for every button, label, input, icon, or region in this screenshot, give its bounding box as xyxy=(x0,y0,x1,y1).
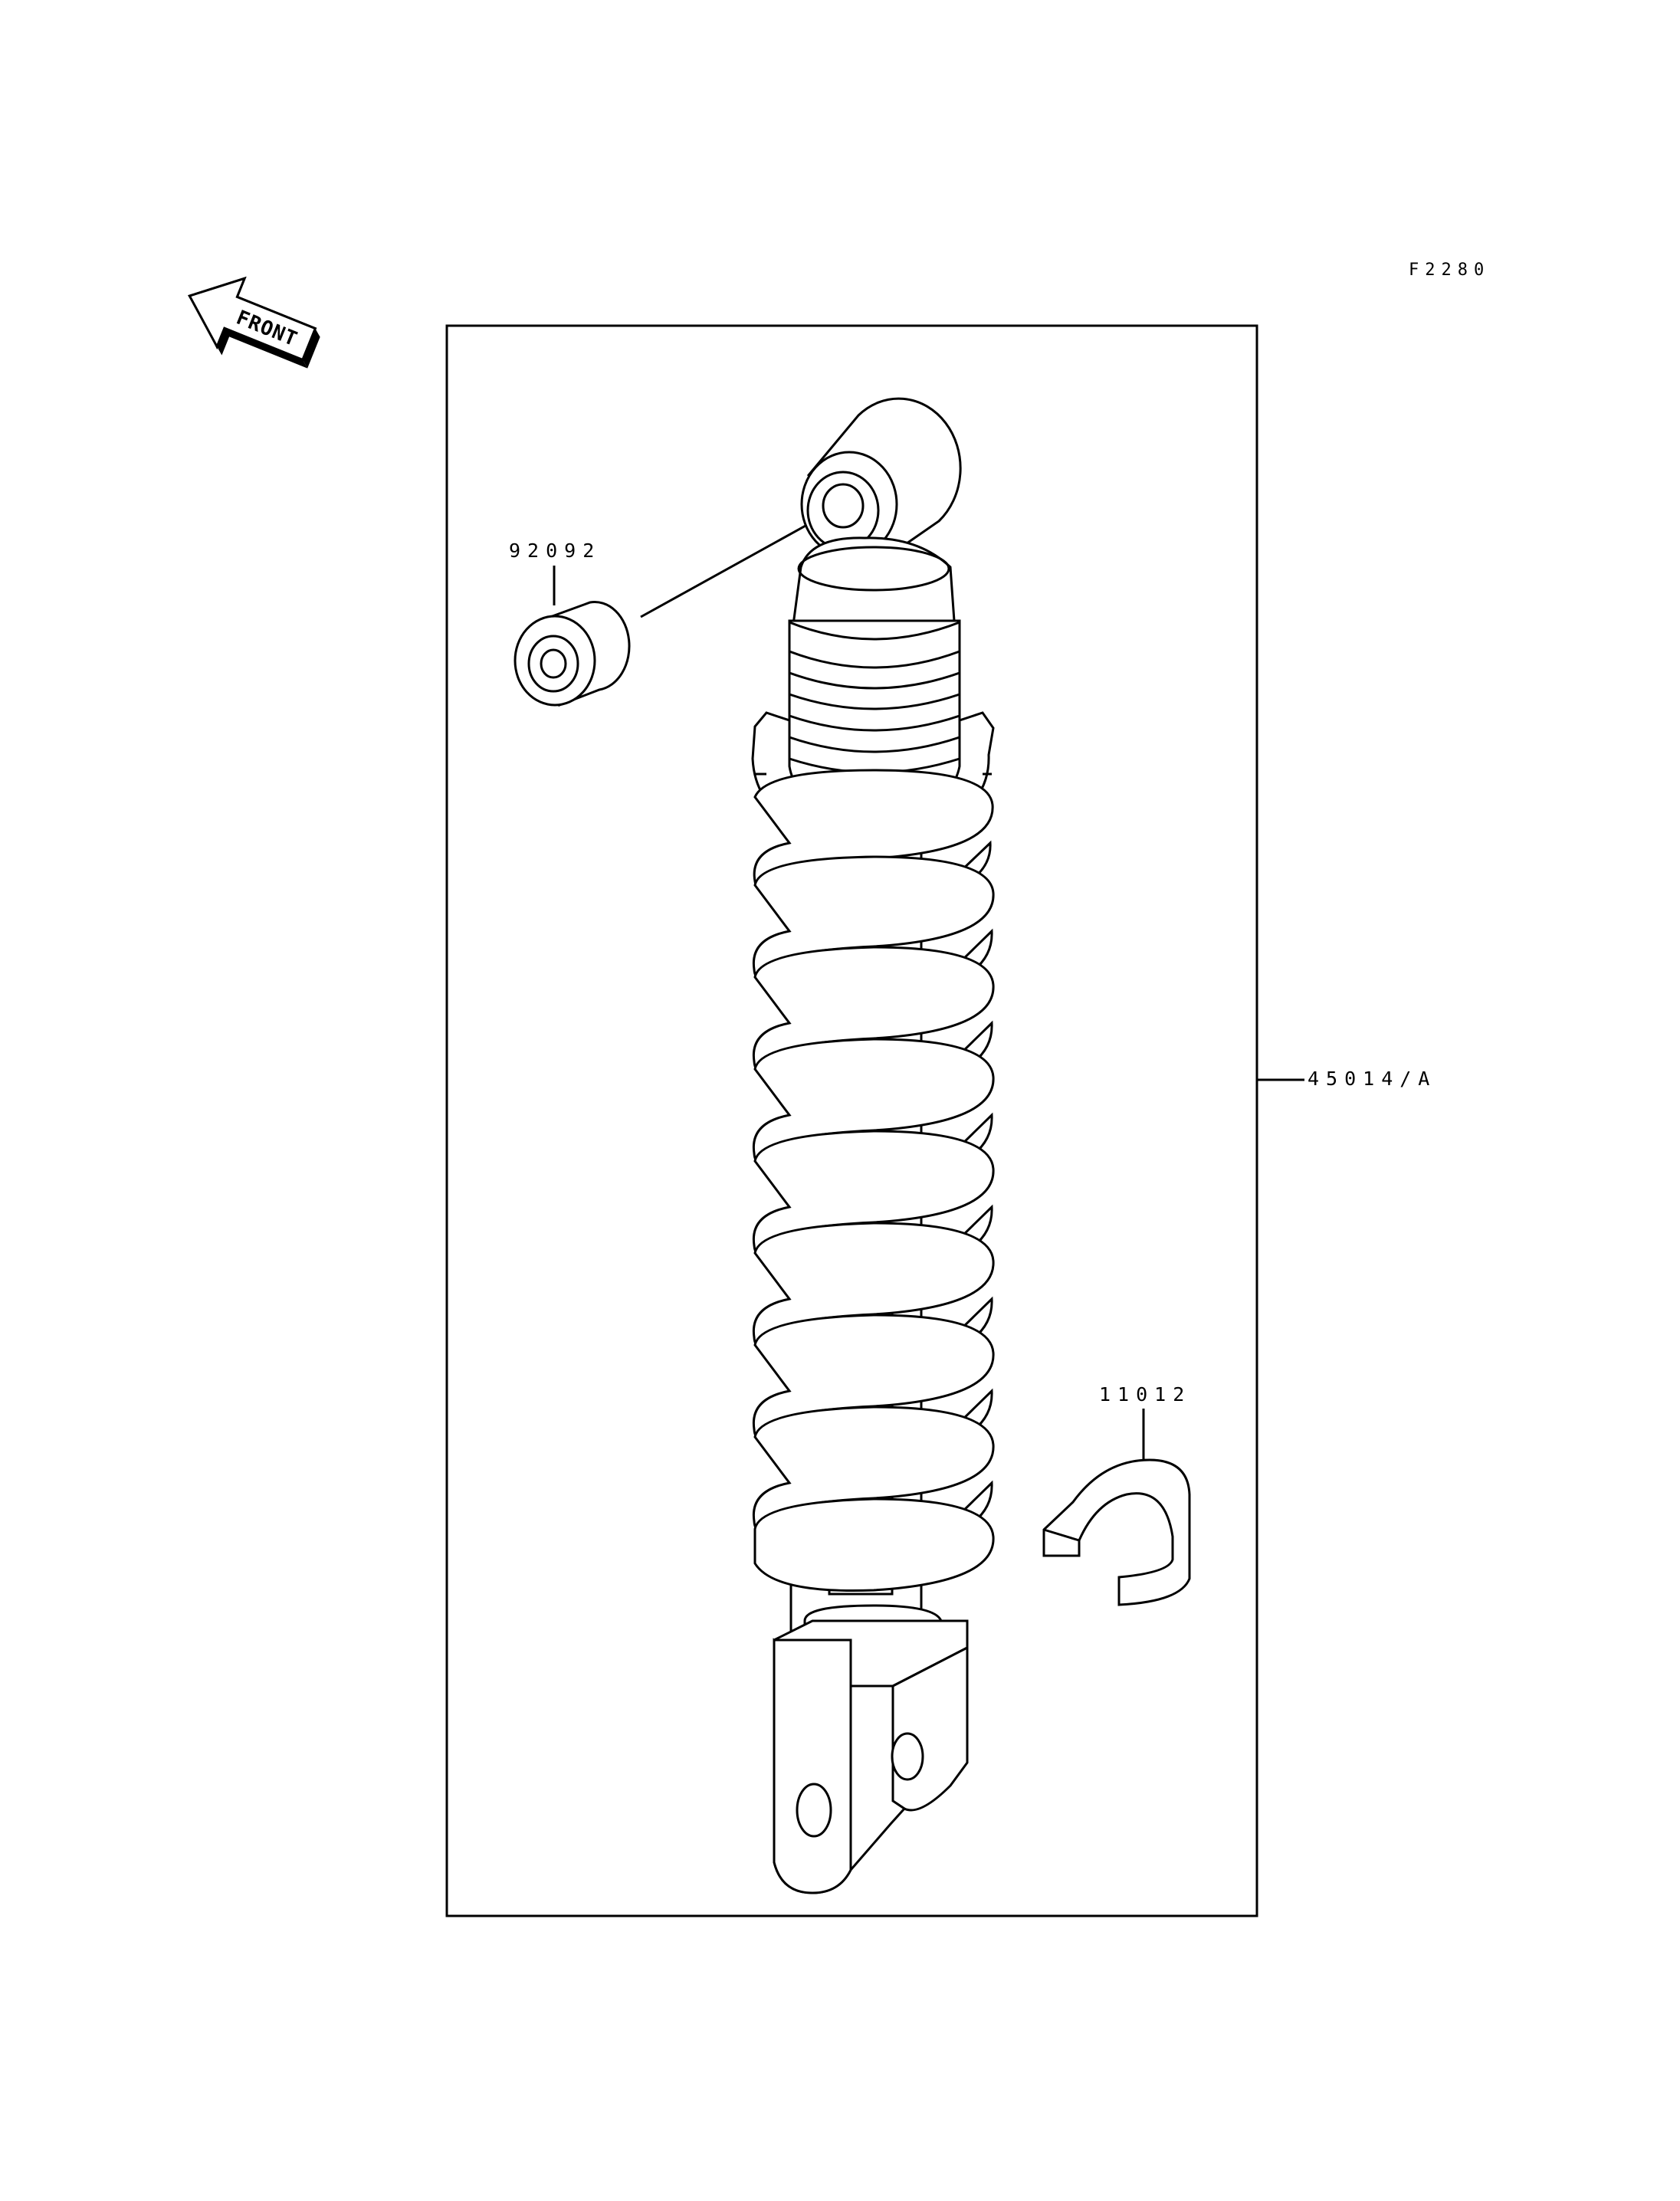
part-number-11012: 11012 xyxy=(1099,1383,1192,1406)
front-arrow-icon: FRONT xyxy=(188,276,320,369)
spring-coils xyxy=(752,769,995,1593)
clip-part xyxy=(1042,1458,1191,1606)
diagram-frame xyxy=(445,324,1258,1917)
figure-code: F2280 xyxy=(1409,261,1491,280)
part-number-45014a: 45014/A xyxy=(1308,1068,1437,1090)
part-number-92092: 92092 xyxy=(509,540,602,562)
bushing-part xyxy=(514,601,631,707)
shock-absorber-part xyxy=(751,397,995,1894)
